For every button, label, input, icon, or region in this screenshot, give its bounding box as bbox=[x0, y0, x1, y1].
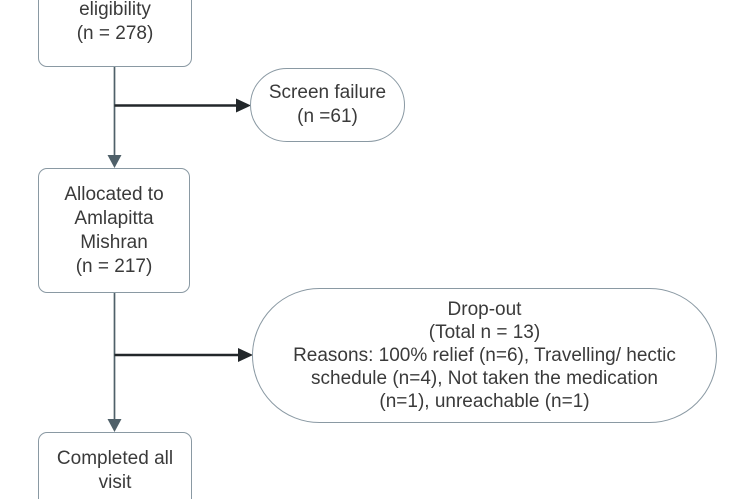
node-text-line: (n =61) bbox=[297, 106, 358, 127]
node-text-line: Completed all bbox=[56, 448, 174, 469]
node-allocated-box: Allocated to Amlapitta Mishran (n = 217) bbox=[38, 168, 190, 293]
node-text-line: Allocated to bbox=[64, 183, 164, 205]
node-text-line: Drop-out bbox=[447, 299, 522, 320]
arrowhead-icon bbox=[236, 98, 251, 113]
node-completed-box: Completed all visit bbox=[38, 432, 192, 499]
node-text-line: (Total n = 13) bbox=[428, 322, 541, 343]
node-text-line: schedule (n=4), Not taken the medication bbox=[311, 368, 658, 389]
node-text-line: Mishran bbox=[80, 231, 148, 253]
node-screen-failure-oval: Screen failure (n =61) bbox=[250, 68, 405, 142]
node-text-line: Amlapitta bbox=[74, 207, 154, 229]
arrowhead-icon bbox=[107, 155, 122, 168]
arrowhead-icon bbox=[238, 348, 253, 362]
node-text-line: Screen failure bbox=[268, 82, 387, 103]
node-text-line: eligibility bbox=[79, 0, 151, 20]
node-text-line: Reasons: 100% relief (n=6), Travelling/ … bbox=[293, 345, 676, 366]
node-text-line: (n = 217) bbox=[75, 255, 153, 277]
node-screening-box: eligibility (n = 278) bbox=[38, 0, 192, 67]
node-dropout-stadium: Drop-out (Total n = 13) Reasons: 100% re… bbox=[252, 288, 717, 423]
arrowhead-icon bbox=[107, 419, 122, 432]
node-text-line: (n = 278) bbox=[76, 23, 154, 44]
node-text-line: (n=1), unreachable (n=1) bbox=[379, 391, 590, 412]
node-text-line: visit bbox=[98, 472, 132, 493]
